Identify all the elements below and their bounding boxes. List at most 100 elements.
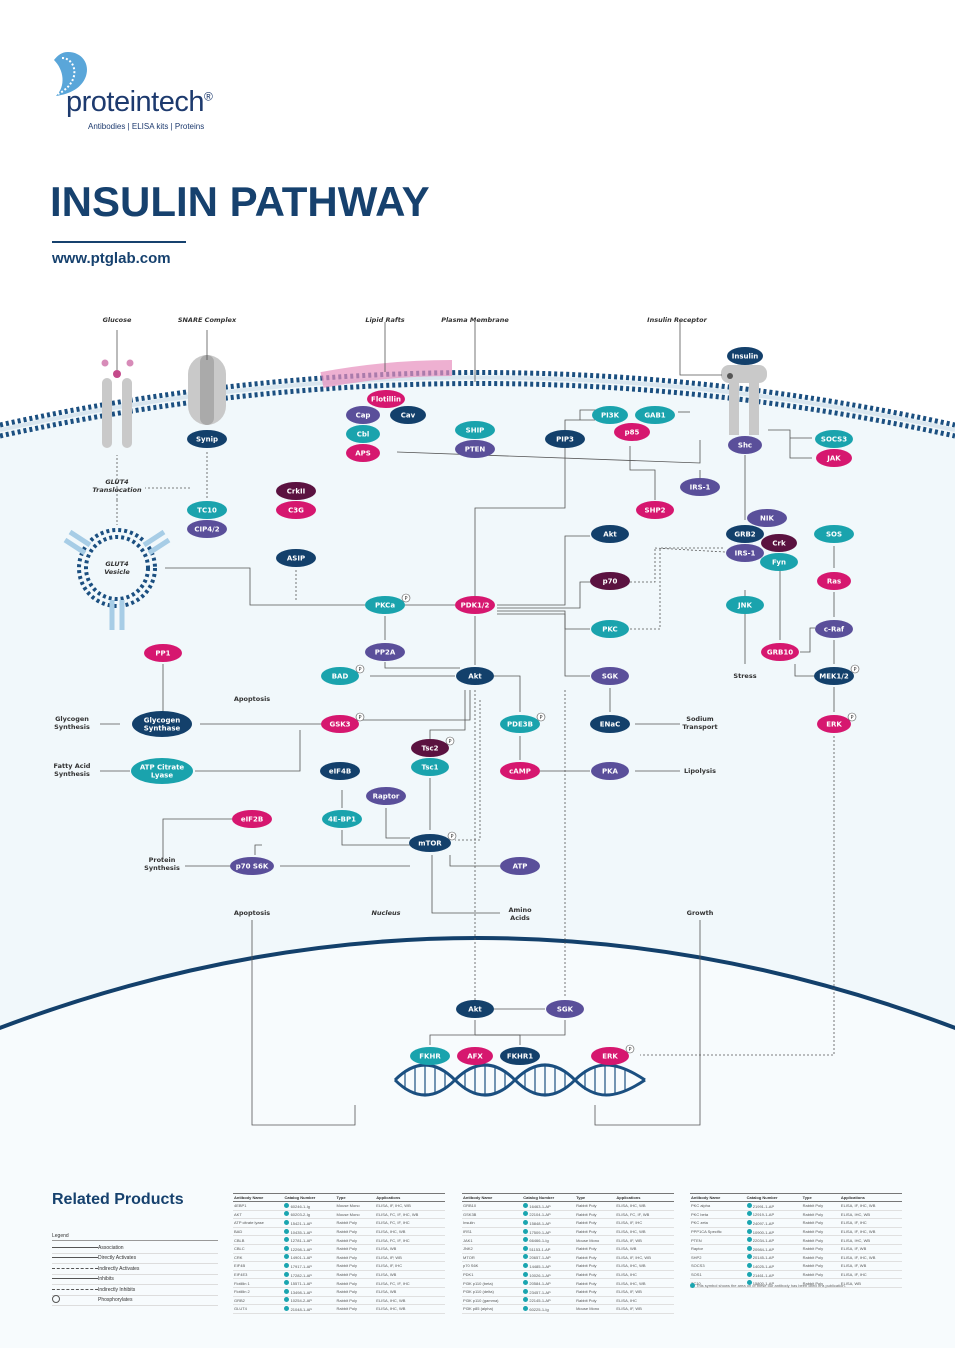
- node-akt_mid-shape: [456, 667, 494, 685]
- table-cell: ELISA, FC, IF, IHC: [375, 1235, 445, 1245]
- table-cell: ELISA, IHC, WB: [839, 1210, 902, 1220]
- node-tc10-label: TC10: [197, 507, 217, 515]
- table-cell: ELISA, IF, IHC, WB: [839, 1227, 902, 1237]
- label-snare: SNARE Complex: [178, 316, 237, 324]
- related-products-heading: Related Products: [52, 1191, 184, 1208]
- table-cell: 10900-1-AP: [745, 1227, 802, 1237]
- table-cell: ELISA, IF, IHC, WB: [375, 1201, 445, 1211]
- node-atp: ATP: [500, 857, 540, 875]
- node-aps-shape: [346, 444, 380, 462]
- node-pip3-shape: [545, 430, 585, 448]
- table-cell: MTOR: [462, 1253, 523, 1263]
- node-crkii: CrkII: [276, 482, 316, 500]
- table-cell: JNK2: [462, 1244, 523, 1254]
- table-cell: ELISA, WB: [615, 1244, 674, 1254]
- node-enac-label: ENaC: [600, 721, 621, 729]
- node-jnk: JNK: [726, 596, 764, 614]
- phosphorylation-marker-label: P: [404, 596, 407, 602]
- phosphorylation-marker-label: P: [358, 715, 361, 721]
- table-cell: ELISA, IP, WB: [375, 1253, 445, 1263]
- lipid-raft: [320, 360, 453, 388]
- node-pkca: PKCa P: [365, 593, 411, 614]
- node-flotillin-shape: [367, 390, 405, 408]
- node-atp_citrate-shape: [131, 758, 193, 784]
- table-cell: 51153-1-AP: [522, 1244, 576, 1254]
- table-cell: GRB10: [462, 1201, 523, 1211]
- table-cell: ELISA, IHC, WB: [375, 1227, 445, 1237]
- table-cell: ELISA, IF, WB: [839, 1261, 902, 1271]
- node-pp1-shape: [144, 644, 182, 662]
- node-pten-shape: [455, 440, 495, 458]
- legend-label: Phosphorylates: [98, 1297, 133, 1304]
- label-glucose: Glucose: [103, 316, 132, 324]
- table-cell: Flotillin 2: [233, 1287, 284, 1297]
- table-cell: ELISA, WB: [839, 1278, 902, 1288]
- table-cell: p70 S6K: [462, 1261, 523, 1271]
- node-fyn-label: Fyn: [772, 559, 786, 567]
- table-cell: 10435-1-AP: [283, 1227, 336, 1237]
- node-shc: Shc: [728, 436, 762, 454]
- node-eif4b: eIF4B: [320, 762, 360, 780]
- legend-label: Indirectly Activates: [98, 1265, 140, 1272]
- table-cell: 20145-1-AP: [745, 1253, 802, 1263]
- node-p70s6k-shape: [230, 857, 274, 875]
- legend-symbol: [52, 1295, 98, 1305]
- node-erk_nuc-shape: [591, 1047, 629, 1065]
- node-pkca-label: PKCa: [375, 602, 395, 610]
- node-cap: Cap: [346, 406, 380, 424]
- table-header: Applications: [839, 1193, 902, 1202]
- table-cell: 23457-1-AP: [522, 1287, 576, 1297]
- phosphorylation-marker: [355, 664, 365, 674]
- website-link[interactable]: www.ptglab.com: [52, 250, 171, 267]
- table-cell: 15800-1-AP: [745, 1278, 802, 1288]
- node-jak-label: JAK: [826, 455, 841, 463]
- legend-title: Legend: [52, 1233, 218, 1241]
- plasma-membrane: [0, 370, 955, 428]
- table-cell: Rabbit Poly: [801, 1253, 840, 1263]
- node-synip: Synip: [187, 430, 227, 448]
- node-eif2b-shape: [232, 810, 272, 828]
- node-mek12-shape: [814, 667, 854, 685]
- node-craf-shape: [815, 620, 853, 638]
- table-cell: SOCS3: [690, 1261, 746, 1271]
- table-cell: ELISA, IHC, WB: [839, 1235, 902, 1245]
- brand-name: proteintech®: [66, 86, 213, 118]
- node-cbl-label: Cbl: [357, 431, 370, 439]
- node-jak: JAK: [816, 449, 852, 467]
- phosphorylation-marker: [847, 712, 857, 722]
- node-pp2a-label: PP2A: [375, 649, 396, 657]
- label-amino-acids: Acids: [510, 914, 530, 922]
- node-tsc1-label: Tsc1: [421, 764, 438, 772]
- table-cell: ELISA, IF, WB: [615, 1304, 674, 1314]
- node-sgk_mid-shape: [591, 667, 629, 685]
- table-cell: Rabbit Poly: [335, 1253, 376, 1263]
- phosphorylation-marker-label: P: [448, 739, 451, 745]
- node-afx-shape: [457, 1047, 493, 1065]
- node-akt_nuc-shape: [456, 1000, 494, 1018]
- node-sos-label: SOS: [826, 531, 842, 539]
- title-divider: [52, 241, 186, 243]
- node-cip4-shape: [187, 520, 227, 538]
- node-pi3k: PI3K: [592, 406, 628, 424]
- node-4ebp1-shape: [322, 810, 362, 828]
- node-cap-shape: [346, 406, 380, 424]
- node-pka-label: PKA: [602, 768, 619, 776]
- table-cell: Rabbit Poly: [801, 1235, 840, 1245]
- node-glycogen_synthase-shape: [132, 711, 192, 737]
- node-fyn-shape: [760, 553, 798, 571]
- table-cell: Rabbit Poly: [335, 1227, 376, 1237]
